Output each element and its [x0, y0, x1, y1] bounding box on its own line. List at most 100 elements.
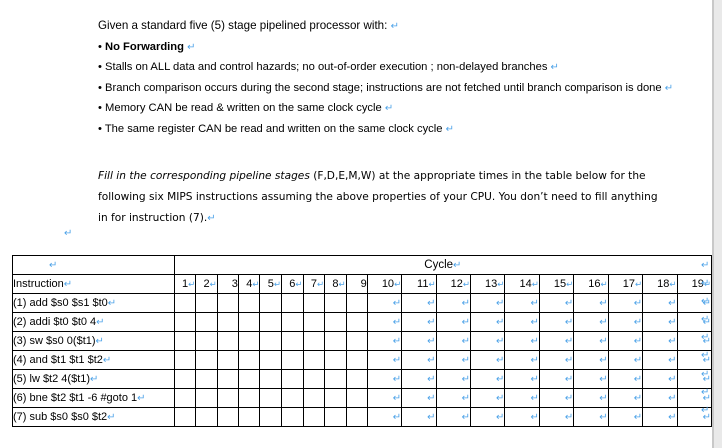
pipeline-stage-cell[interactable] — [237, 293, 261, 313]
pipeline-stage-cell[interactable]: ↵ — [538, 293, 575, 313]
pipeline-stage-cell[interactable] — [195, 388, 218, 408]
pipeline-stage-cell[interactable]: ↵ — [366, 369, 403, 389]
pipeline-stage-cell[interactable]: ↵ — [642, 407, 678, 427]
pipeline-stage-cell[interactable]: ↵ — [642, 312, 678, 332]
pipeline-stage-cell[interactable]: ↵ — [401, 312, 437, 332]
pipeline-stage-cell[interactable]: ↵ — [469, 369, 506, 389]
pipeline-stage-cell[interactable]: ↵ — [469, 312, 506, 332]
pipeline-stage-cell[interactable]: ↵ — [607, 407, 644, 427]
pipeline-stage-cell[interactable] — [216, 407, 239, 427]
pipeline-stage-cell[interactable]: ↵ — [538, 407, 575, 427]
pipeline-stage-cell[interactable] — [324, 407, 347, 427]
pipeline-stage-cell[interactable] — [237, 312, 261, 332]
pipeline-stage-cell[interactable]: ↵ — [573, 369, 609, 389]
pipeline-stage-cell[interactable] — [281, 388, 304, 408]
pipeline-stage-cell[interactable] — [302, 293, 326, 313]
pipeline-stage-cell[interactable]: ↵ — [469, 350, 506, 370]
pipeline-stage-cell[interactable]: ↵ — [642, 350, 678, 370]
pipeline-stage-cell[interactable] — [345, 369, 368, 389]
pipeline-stage-cell[interactable] — [216, 293, 239, 313]
pipeline-stage-cell[interactable] — [302, 350, 326, 370]
pipeline-stage-cell[interactable]: ↵ — [435, 407, 471, 427]
pipeline-stage-cell[interactable] — [173, 350, 197, 370]
instruction-cell[interactable]: (7) sub $s0 $s0 $t2↵ — [12, 407, 175, 427]
pipeline-stage-cell[interactable]: ↵ — [435, 293, 471, 313]
pipeline-stage-cell[interactable]: ↵ — [435, 312, 471, 332]
pipeline-stage-cell[interactable]: ↵ — [435, 388, 471, 408]
pipeline-stage-cell[interactable] — [324, 293, 347, 313]
pipeline-stage-cell[interactable] — [302, 369, 326, 389]
pipeline-stage-cell[interactable]: ↵ — [538, 388, 575, 408]
pipeline-stage-cell[interactable] — [281, 293, 304, 313]
instruction-cell[interactable]: (5) lw $t2 4($t1)↵ — [12, 369, 175, 389]
pipeline-stage-cell[interactable]: ↵ — [366, 312, 403, 332]
pipeline-stage-cell[interactable]: ↵ — [401, 388, 437, 408]
pipeline-stage-cell[interactable]: ↵ — [538, 369, 575, 389]
pipeline-stage-cell[interactable]: ↵ — [435, 331, 471, 351]
pipeline-stage-cell[interactable]: ↵ — [642, 369, 678, 389]
pipeline-stage-cell[interactable] — [259, 331, 282, 351]
pipeline-stage-cell[interactable] — [195, 407, 218, 427]
pipeline-stage-cell[interactable] — [259, 388, 282, 408]
pipeline-stage-cell[interactable]: ↵ — [607, 388, 644, 408]
pipeline-stage-cell[interactable]: ↵ — [607, 369, 644, 389]
pipeline-stage-cell[interactable] — [237, 369, 261, 389]
pipeline-stage-cell[interactable] — [345, 293, 368, 313]
pipeline-stage-cell[interactable]: ↵ — [504, 369, 540, 389]
pipeline-stage-cell[interactable]: ↵ — [607, 312, 644, 332]
pipeline-stage-cell[interactable]: ↵ — [676, 331, 713, 351]
pipeline-stage-cell[interactable] — [324, 331, 347, 351]
pipeline-stage-cell[interactable]: ↵ — [469, 331, 506, 351]
pipeline-stage-cell[interactable] — [345, 388, 368, 408]
pipeline-stage-cell[interactable] — [302, 331, 326, 351]
pipeline-stage-cell[interactable] — [281, 407, 304, 427]
pipeline-stage-cell[interactable] — [173, 293, 197, 313]
pipeline-stage-cell[interactable]: ↵ — [435, 369, 471, 389]
pipeline-stage-cell[interactable] — [237, 388, 261, 408]
pipeline-stage-cell[interactable]: ↵ — [538, 350, 575, 370]
pipeline-stage-cell[interactable] — [324, 388, 347, 408]
pipeline-stage-cell[interactable] — [259, 293, 282, 313]
pipeline-stage-cell[interactable] — [259, 407, 282, 427]
pipeline-stage-cell[interactable]: ↵ — [366, 331, 403, 351]
pipeline-stage-cell[interactable] — [281, 369, 304, 389]
pipeline-stage-cell[interactable] — [216, 312, 239, 332]
pipeline-stage-cell[interactable]: ↵ — [401, 293, 437, 313]
pipeline-stage-cell[interactable] — [345, 331, 368, 351]
pipeline-stage-cell[interactable]: ↵ — [504, 312, 540, 332]
pipeline-stage-cell[interactable]: ↵ — [366, 388, 403, 408]
pipeline-stage-cell[interactable]: ↵ — [607, 350, 644, 370]
pipeline-stage-cell[interactable] — [216, 369, 239, 389]
pipeline-stage-cell[interactable] — [345, 407, 368, 427]
pipeline-stage-cell[interactable]: ↵ — [469, 407, 506, 427]
pipeline-stage-cell[interactable]: ↵ — [676, 407, 713, 427]
pipeline-stage-cell[interactable]: ↵ — [469, 293, 506, 313]
pipeline-stage-cell[interactable] — [195, 312, 218, 332]
pipeline-stage-cell[interactable]: ↵ — [676, 388, 713, 408]
pipeline-stage-cell[interactable] — [324, 369, 347, 389]
instruction-cell[interactable]: (4) and $t1 $t1 $t2↵ — [12, 350, 175, 370]
pipeline-stage-cell[interactable]: ↵ — [401, 369, 437, 389]
pipeline-stage-cell[interactable] — [195, 293, 218, 313]
pipeline-stage-cell[interactable] — [216, 331, 239, 351]
pipeline-stage-cell[interactable] — [345, 350, 368, 370]
pipeline-stage-cell[interactable] — [237, 407, 261, 427]
pipeline-stage-cell[interactable]: ↵ — [538, 312, 575, 332]
pipeline-stage-cell[interactable] — [324, 312, 347, 332]
pipeline-stage-cell[interactable]: ↵ — [573, 312, 609, 332]
pipeline-stage-cell[interactable]: ↵ — [607, 331, 644, 351]
pipeline-stage-cell[interactable]: ↵ — [504, 331, 540, 351]
instruction-cell[interactable]: (1) add $s0 $s1 $t0↵ — [12, 293, 175, 313]
pipeline-stage-cell[interactable]: ↵ — [573, 293, 609, 313]
pipeline-stage-cell[interactable] — [195, 369, 218, 389]
instruction-cell[interactable]: (2) addi $t0 $t0 4↵ — [12, 312, 175, 332]
instruction-cell[interactable]: (6) bne $t2 $t1 -6 #goto 1↵ — [12, 388, 175, 408]
pipeline-stage-cell[interactable] — [173, 312, 197, 332]
pipeline-stage-cell[interactable]: ↵ — [676, 350, 713, 370]
pipeline-stage-cell[interactable]: ↵ — [366, 407, 403, 427]
pipeline-stage-cell[interactable] — [302, 388, 326, 408]
pipeline-stage-cell[interactable] — [281, 350, 304, 370]
pipeline-stage-cell[interactable] — [195, 350, 218, 370]
pipeline-stage-cell[interactable] — [195, 331, 218, 351]
pipeline-stage-cell[interactable] — [237, 331, 261, 351]
